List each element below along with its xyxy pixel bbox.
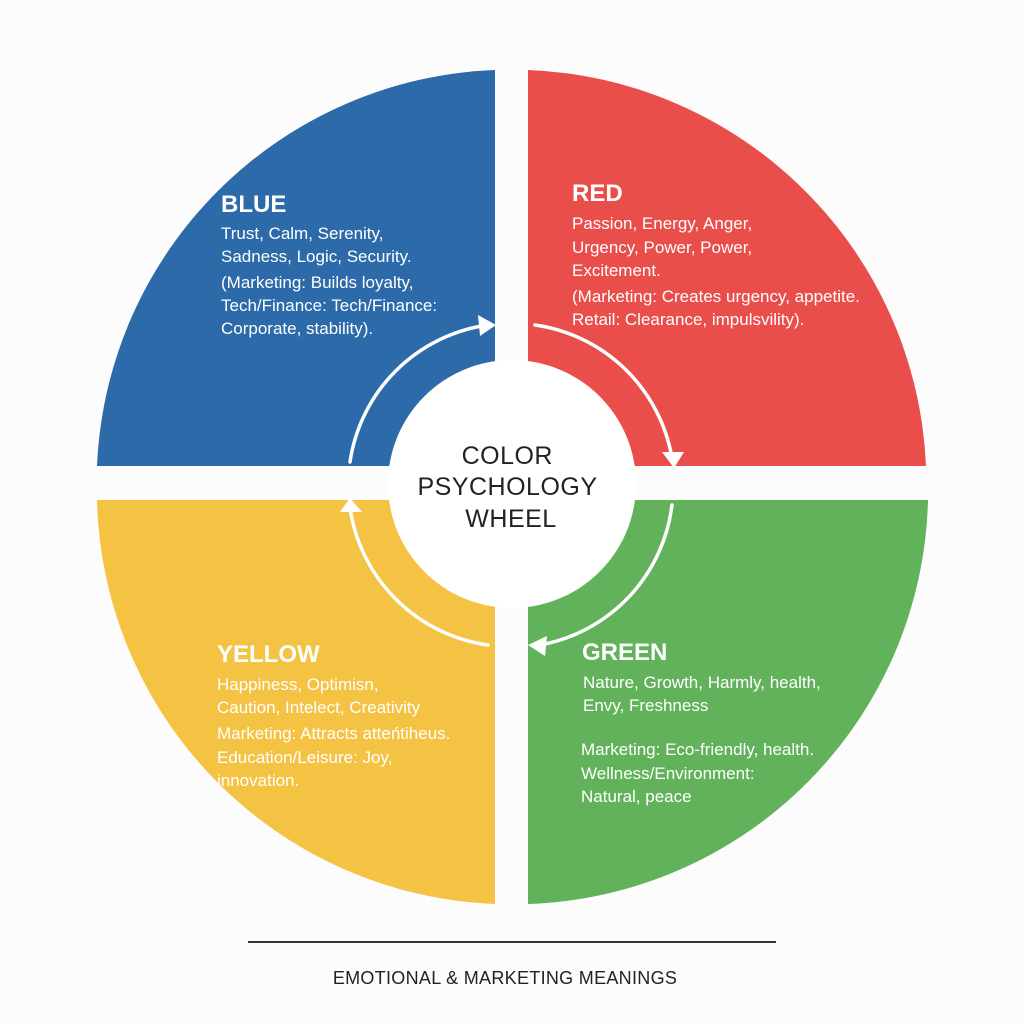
blue-title: BLUE bbox=[221, 191, 286, 218]
center-title-line-3: WHEEL bbox=[465, 505, 556, 533]
red-marketing-1: (Marketing: Creates urgency, appetite. bbox=[572, 287, 860, 306]
blue-text: BLUE Trust, Calm, Serenity, Sadness, Log… bbox=[221, 191, 437, 338]
green-marketing-1: Marketing: Eco-friendly, health. bbox=[581, 740, 814, 759]
arrow-green-to-yellow bbox=[538, 503, 674, 647]
red-emotion-2: Urgency, Power, Power, bbox=[572, 238, 752, 257]
arrow-blue-to-red bbox=[348, 323, 490, 464]
cycle-arrows bbox=[348, 323, 674, 647]
yellow-marketing-2: Education/Leisure: Joy, bbox=[217, 748, 392, 767]
green-quadrant bbox=[528, 500, 928, 904]
red-text: RED Passion, Energy, Anger, Urgency, Pow… bbox=[572, 180, 860, 329]
blue-marketing-1: (Marketing: Builds loyalty, bbox=[221, 273, 413, 292]
red-marketing-2: Retail: Clearance, impulsvility). bbox=[572, 310, 804, 329]
red-quadrant bbox=[528, 70, 926, 466]
svg-text:COLOR PSYCHOLOGY WHEEL: COLOR PSYCHOLOGY WHEEL bbox=[417, 442, 604, 533]
red-title: RED bbox=[572, 180, 623, 207]
arrowheads bbox=[340, 315, 684, 656]
arrow-yellow-to-blue bbox=[348, 506, 490, 647]
arrowhead-green bbox=[662, 452, 684, 468]
yellow-marketing-1: Marketing: Attracts atteńtiheus. bbox=[217, 724, 450, 743]
arrowhead-blue bbox=[340, 498, 362, 512]
green-emotion-1: Nature, Growth, Harmly, health, bbox=[583, 673, 821, 692]
yellow-text: YELLOW Happiness, Optimisn, Caution, Int… bbox=[217, 641, 450, 790]
blue-emotion-2: Sadness, Logic, Security. bbox=[221, 247, 412, 266]
center-title-line-1: COLOR bbox=[462, 442, 553, 470]
green-text: GREEN Nature, Growth, Harmly, health, En… bbox=[581, 639, 821, 806]
yellow-emotion-2: Caution, Intelect, Creativity bbox=[217, 698, 421, 717]
arrow-red-to-green bbox=[533, 323, 674, 460]
green-emotion-2: Envy, Freshness bbox=[583, 696, 708, 715]
yellow-title: YELLOW bbox=[217, 641, 320, 668]
blue-marketing-2: Tech/Finance: Tech/Finance: bbox=[221, 296, 437, 315]
red-emotion-3: Excitement. bbox=[572, 261, 661, 280]
yellow-emotion-1: Happiness, Optimisn, bbox=[217, 675, 379, 694]
arrowhead-yellow bbox=[528, 636, 547, 656]
center-title-line-2: PSYCHOLOGY bbox=[417, 473, 597, 501]
footer-caption: EMOTIONAL & MARKETING MEANINGS bbox=[333, 968, 677, 988]
center-circle bbox=[388, 360, 636, 608]
yellow-marketing-3: innovation. bbox=[217, 771, 299, 790]
blue-quadrant bbox=[97, 70, 495, 466]
green-marketing-2: Wellness/Environment: bbox=[581, 764, 755, 783]
arrowhead-red bbox=[478, 315, 496, 336]
blue-marketing-3: Corporate, stability). bbox=[221, 319, 373, 338]
red-emotion-1: Passion, Energy, Anger, bbox=[572, 214, 752, 233]
green-marketing-3: Natural, peace bbox=[581, 787, 692, 806]
blue-emotion-1: Trust, Calm, Serenity, bbox=[221, 224, 383, 243]
green-title: GREEN bbox=[582, 639, 667, 666]
